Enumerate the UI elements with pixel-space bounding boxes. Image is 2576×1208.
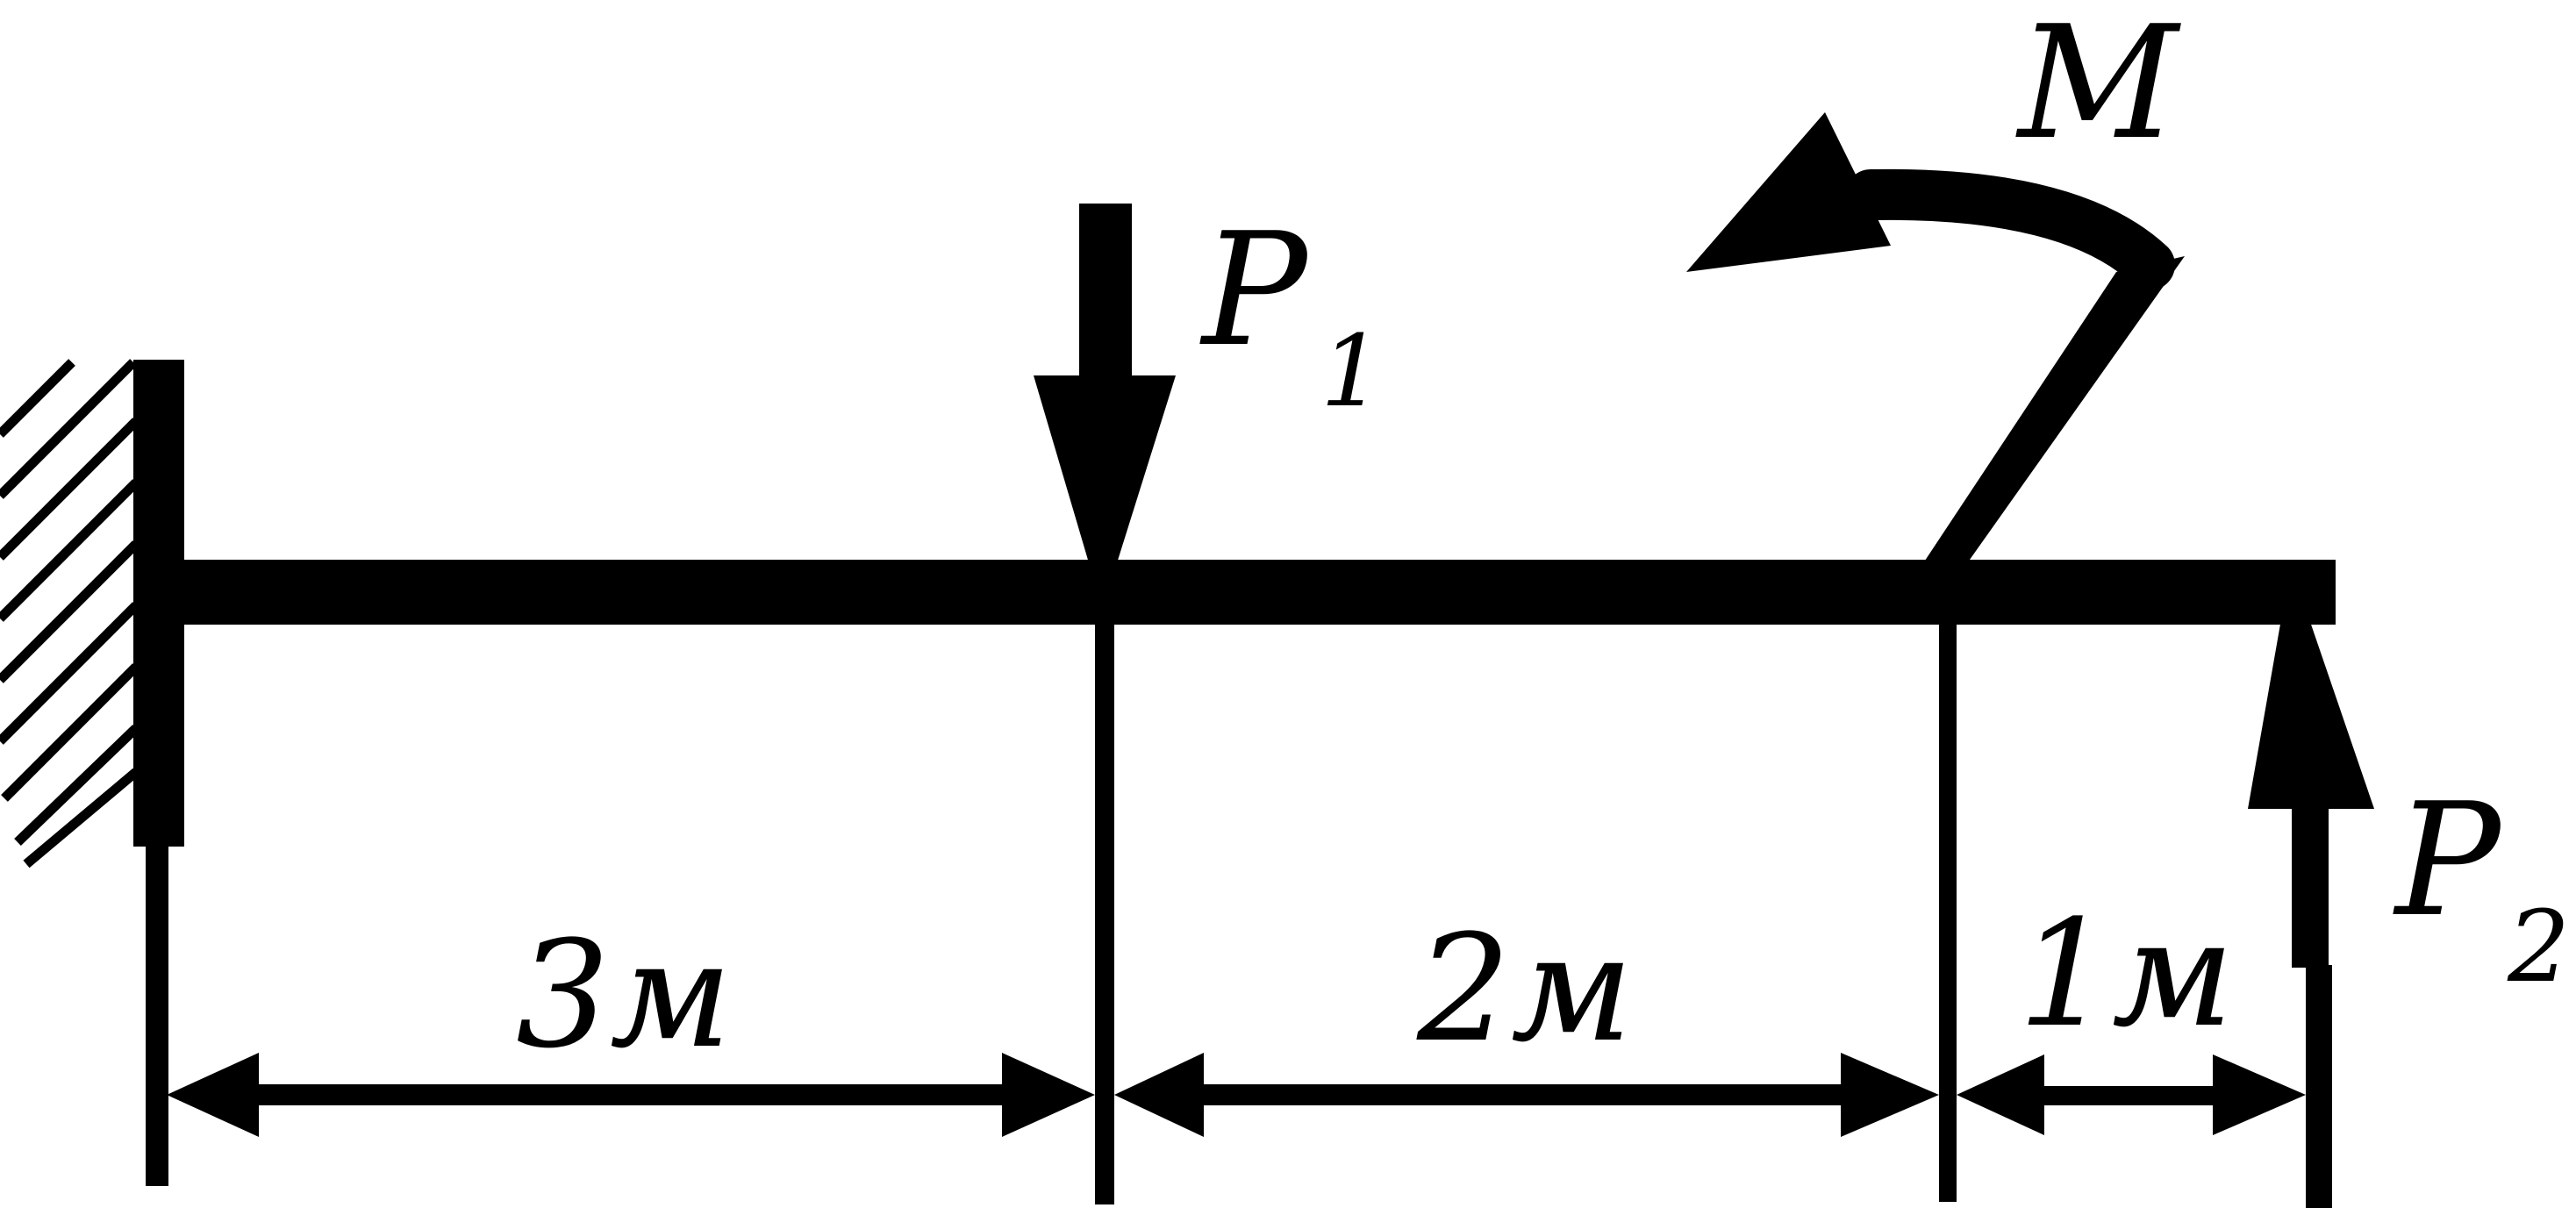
extension-line-left: [146, 842, 168, 1186]
dimension-3m-arrow-left: [167, 1053, 259, 1137]
force-p2-arrow: [2248, 614, 2374, 968]
force-p1-shaft: [1079, 204, 1132, 379]
force-p1-arrow: [1034, 204, 1176, 566]
extension-lines: [146, 618, 2332, 1208]
extension-line-right: [2306, 965, 2332, 1208]
dimension-3m-arrow-right: [1002, 1053, 1095, 1137]
force-p2-head: [2248, 614, 2374, 809]
label-dimension-2m: 2м: [1416, 903, 1633, 1075]
dimension-2m: [1114, 1053, 1939, 1137]
label-p2-subscript: 2: [2507, 890, 2570, 1004]
dimension-2m-arrow-right: [1841, 1053, 1939, 1137]
dimension-1m: [1957, 1054, 2306, 1135]
dimension-2m-line: [1184, 1084, 1862, 1105]
moment-m-symbol: [1686, 112, 2185, 566]
label-p1-subscript: 1: [1320, 315, 1383, 429]
dimension-3m: [167, 1053, 1095, 1137]
label-p1-symbol: P: [1199, 199, 1310, 381]
force-p2-shaft: [2292, 805, 2329, 968]
moment-lever: [1921, 256, 2185, 566]
dimension-1m-arrow-left: [1957, 1054, 2044, 1135]
moment-arrowhead: [1686, 112, 1891, 272]
dimension-1m-arrow-right: [2213, 1054, 2306, 1135]
dimension-1m-line: [2027, 1086, 2220, 1105]
dimension-3m-line: [224, 1084, 1044, 1105]
extension-line-p1: [1095, 618, 1114, 1204]
wall-support: [0, 359, 184, 868]
beam: [175, 560, 2336, 625]
force-p1-head: [1034, 375, 1176, 566]
label-moment-symbol: M: [2015, 0, 2181, 174]
label-p2-symbol: P: [2393, 769, 2503, 951]
moment-arc: [1845, 168, 2175, 290]
dimension-2m-arrow-left: [1114, 1053, 1204, 1137]
label-dimension-1m: 1м: [2018, 888, 2234, 1060]
wall-hatching: [0, 359, 140, 868]
label-dimension-3m: 3м: [516, 909, 732, 1081]
extension-line-moment: [1939, 618, 1957, 1202]
